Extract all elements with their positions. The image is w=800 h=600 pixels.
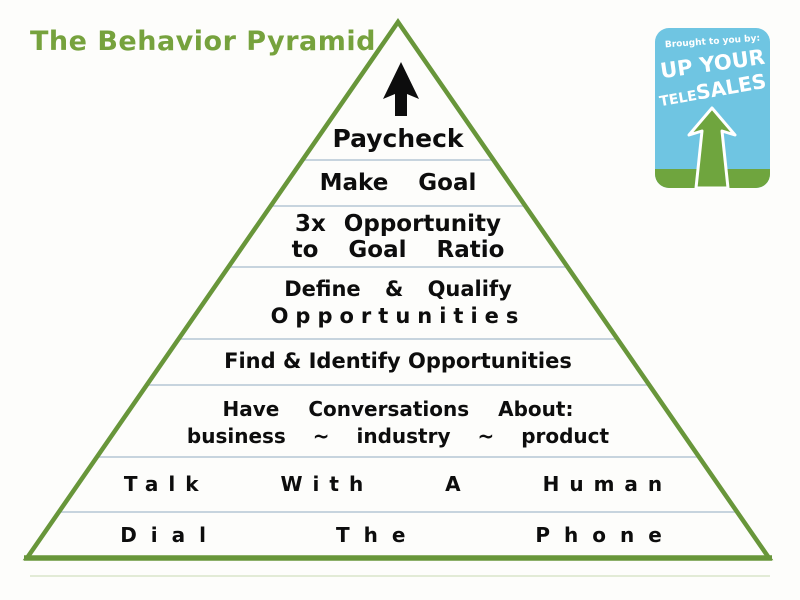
row-label-line2: business ~ industry ~ product bbox=[186, 424, 610, 448]
row-label: Find & Identify Opportunities bbox=[224, 349, 572, 373]
pyramid-row-dial-phone: Dial The Phone bbox=[0, 523, 796, 547]
row-label: Make Goal bbox=[319, 170, 477, 196]
logo-arrow-graphic bbox=[655, 106, 770, 188]
brand-logo: Brought to you by: UP YOUR TELESALES bbox=[655, 28, 770, 188]
pyramid-row-define-qualify: Define & Qualify Opportunities bbox=[0, 276, 796, 330]
row-label: Talk With A Human bbox=[123, 472, 673, 496]
pyramid-row-talk-human: Talk With A Human bbox=[0, 472, 796, 496]
row-label-line2: to Goal Ratio bbox=[291, 237, 505, 263]
row-label: Paycheck bbox=[332, 124, 464, 153]
row-label-line2: Opportunities bbox=[270, 304, 526, 328]
row-label-line1: 3x Opportunity bbox=[294, 211, 502, 237]
page-title: The Behavior Pyramid bbox=[30, 26, 376, 57]
logo-arrow-icon bbox=[687, 106, 737, 188]
level-dividers bbox=[58, 159, 738, 513]
row-label: Dial The Phone bbox=[120, 523, 676, 547]
pyramid-row-find-identify: Find & Identify Opportunities bbox=[0, 349, 796, 373]
pyramid-row-paycheck: Paycheck bbox=[0, 124, 796, 153]
pyramid-row-opportunity-ratio: 3x Opportunity to Goal Ratio bbox=[0, 211, 796, 263]
row-label-line1: Define & Qualify bbox=[284, 277, 512, 301]
up-arrow-icon bbox=[383, 62, 419, 116]
pyramid-row-make-goal: Make Goal bbox=[0, 170, 796, 196]
row-label-line1: Have Conversations About: bbox=[222, 397, 574, 421]
pyramid-row-conversations: Have Conversations About: business ~ ind… bbox=[0, 396, 796, 450]
